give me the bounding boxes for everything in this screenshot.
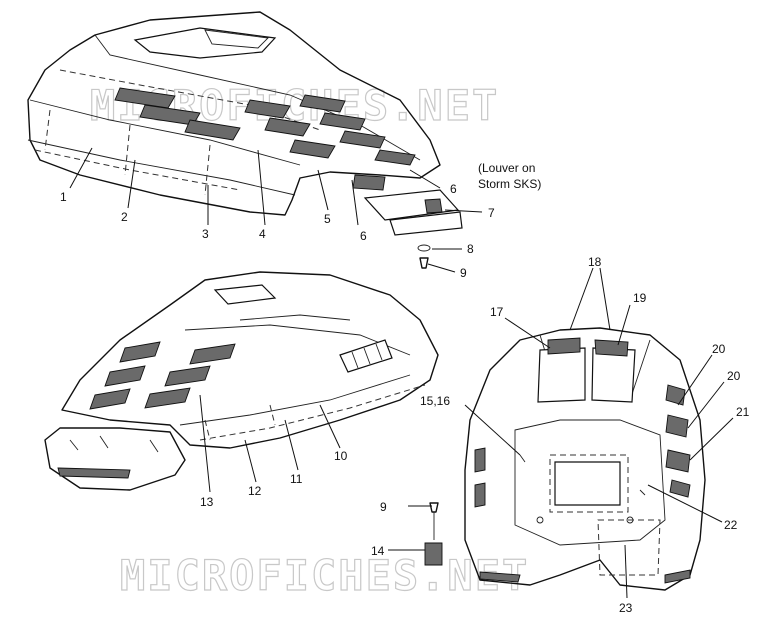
callout-13: 13 — [200, 495, 214, 509]
callout-17: 17 — [490, 305, 504, 319]
callout-3: 3 — [202, 227, 209, 241]
callout-2: 2 — [121, 210, 128, 224]
callout-20-lower: 21 — [736, 405, 750, 419]
callout-1: 1 — [60, 190, 67, 204]
callout-10: 10 — [334, 449, 348, 463]
front-bezel-part — [44, 427, 186, 491]
callout-9-lower: 9 — [380, 500, 387, 514]
leader-lines — [69, 147, 734, 599]
louver-plate-assembly — [363, 189, 463, 269]
watermark-bottom: MICROFICHES.NET — [120, 551, 529, 600]
louver-note-line-1: (Louver on — [478, 161, 535, 175]
callout-20-upper: 20 — [712, 342, 726, 356]
louver-note-line-2: Storm SKS) — [478, 177, 541, 191]
callout-6-lower: 6 — [360, 229, 367, 243]
callout-labels: 1 2 3 4 5 6 6 7 8 9 10 11 12 13 14 15,16… — [60, 182, 750, 615]
callout-23: 23 — [619, 601, 633, 615]
callout-22: 22 — [724, 518, 738, 532]
hood-underside-view — [464, 327, 706, 591]
callout-7: 7 — [488, 206, 495, 220]
callout-14: 14 — [371, 544, 385, 558]
screw-and-screen-parts — [424, 502, 443, 566]
callout-12: 12 — [248, 484, 262, 498]
callout-21: 20 — [727, 369, 741, 383]
hood-side-view — [61, 271, 439, 449]
callout-15-16: 15,16 — [420, 394, 450, 408]
callout-18: 18 — [588, 255, 602, 269]
callout-11: 11 — [290, 472, 303, 486]
callout-5: 5 — [324, 212, 331, 226]
callout-9-upper: 9 — [460, 266, 467, 280]
callout-8: 8 — [467, 242, 474, 256]
callout-4: 4 — [259, 227, 266, 241]
hood-top-view — [27, 11, 441, 216]
callout-19: 19 — [633, 291, 647, 305]
callout-6-upper: 6 — [450, 182, 457, 196]
